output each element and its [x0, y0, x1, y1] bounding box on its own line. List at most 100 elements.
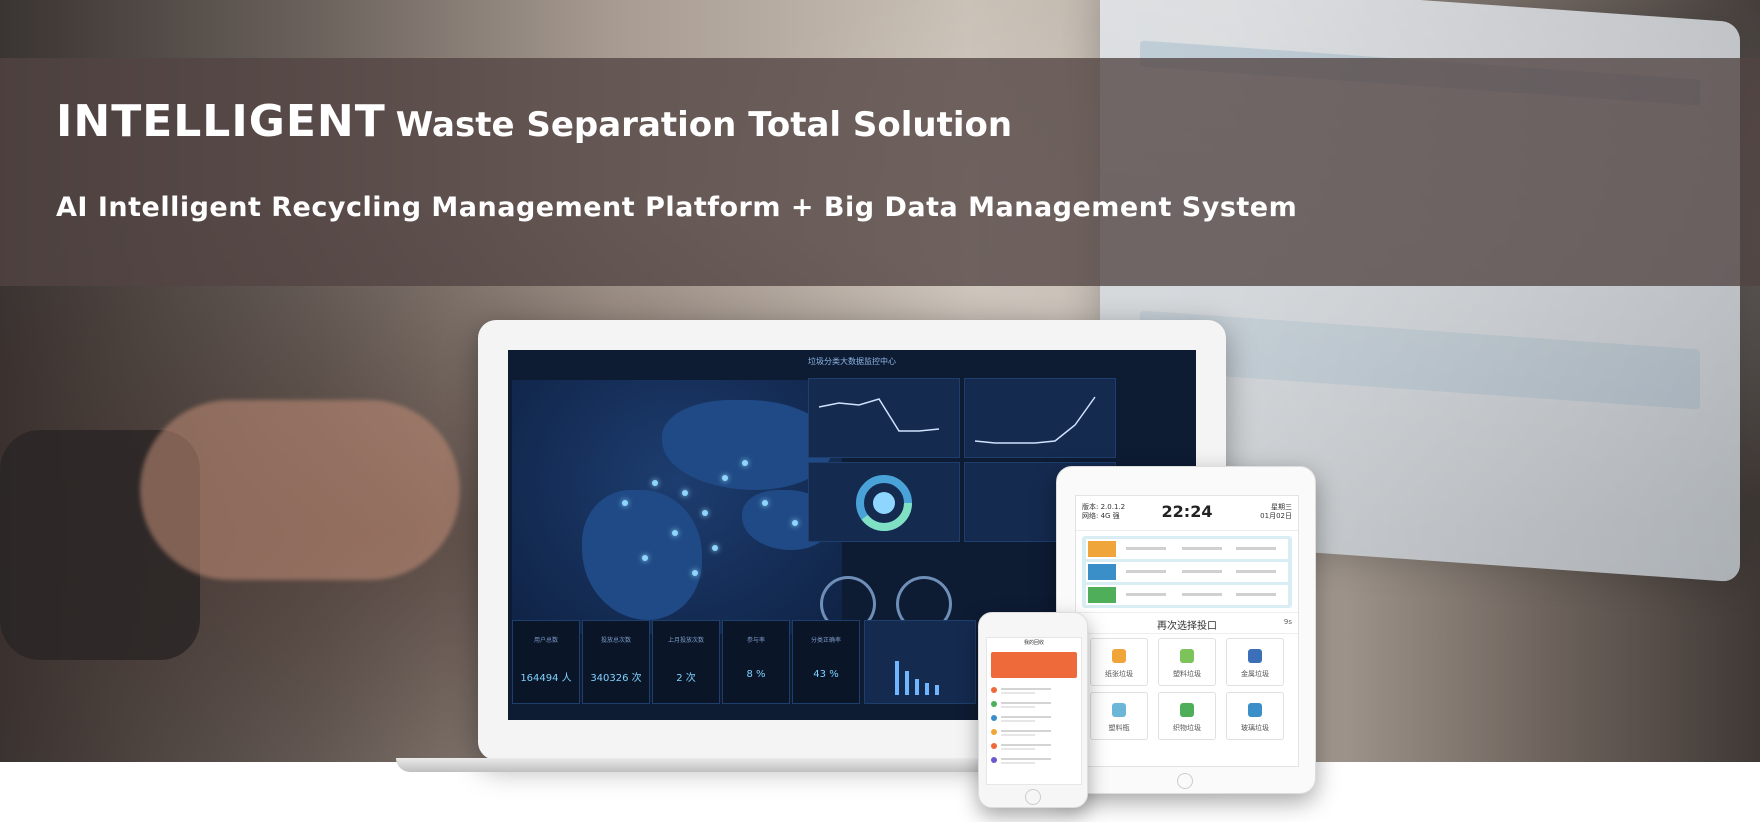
dashboard-screen: 垃圾分类大数据监控中心: [508, 350, 1196, 720]
stat-card-drops: 投放总次数 340326 次: [582, 620, 650, 704]
phone-list-item[interactable]: [991, 726, 1077, 738]
title-banner: [0, 58, 1760, 286]
paper-icon: [1112, 649, 1126, 663]
bin-button-bottle[interactable]: 塑料瓶: [1090, 692, 1148, 740]
bin-status-row: [1086, 539, 1288, 559]
phone-list-item[interactable]: [991, 698, 1077, 710]
item-line: [1001, 744, 1051, 746]
item-line: [1001, 730, 1051, 732]
phone-home-button[interactable]: [1025, 789, 1041, 805]
glass-icon: [1248, 703, 1262, 717]
bin-button-metal[interactable]: 金属垃圾: [1226, 638, 1284, 686]
map-marker: [622, 500, 628, 506]
row-line: [1236, 570, 1276, 573]
version-text: 版本: 2.0.1.2: [1082, 503, 1126, 511]
bin-status-row: [1086, 562, 1288, 582]
map-marker: [652, 480, 658, 486]
map-marker: [692, 570, 698, 576]
stat-label: 用户总数: [533, 637, 558, 644]
bin-label: 织物垃圾: [1173, 724, 1201, 732]
item-line: [1001, 748, 1035, 750]
donut-chart: [856, 475, 912, 531]
phone-list-item[interactable]: [991, 740, 1077, 752]
item-dot: [991, 743, 997, 749]
gauge-1: [812, 570, 880, 632]
gauge-ring: [896, 576, 952, 632]
map-marker: [712, 545, 718, 551]
map-landmass-eurasia: [662, 400, 832, 490]
row-line: [1182, 570, 1222, 573]
tablet-screen: 版本: 2.0.1.2 网络: 4G 强 22:24 星期三 01月02日: [1075, 495, 1299, 767]
stat-value: 340326 次: [590, 673, 642, 684]
bottom-strip: [0, 762, 1760, 822]
phone-summary-card: [991, 652, 1077, 678]
map-marker: [672, 530, 678, 536]
stat-card-users: 用户总数 164494 人: [512, 620, 580, 704]
line-chart-1: [818, 398, 940, 432]
bin-label: 金属垃圾: [1241, 670, 1269, 678]
bar-chart: [895, 661, 939, 695]
bottle-icon: [1112, 703, 1126, 717]
phone-header: 我的回收: [1023, 640, 1044, 646]
donut-chart-panel: [808, 462, 960, 542]
row-line: [1236, 593, 1276, 596]
item-dot: [991, 701, 997, 707]
tablet-status-bar: 版本: 2.0.1.2 网络: 4G 强 22:24 星期三 01月02日: [1076, 496, 1298, 531]
line-chart-panel-1: [808, 378, 960, 458]
stat-label: 参与率: [746, 637, 765, 644]
row-line: [1126, 593, 1166, 596]
phone-screen: 我的回收: [986, 637, 1082, 785]
bin-label: 塑料垃圾: [1173, 670, 1201, 678]
bin-button-paper[interactable]: 纸张垃圾: [1090, 638, 1148, 686]
item-dot: [991, 715, 997, 721]
stat-card-accuracy: 分类正确率 43 %: [792, 620, 860, 704]
bin-button-plastic[interactable]: 塑料垃圾: [1158, 638, 1216, 686]
stat-card-last-month: 上月投放次数 2 次: [652, 620, 720, 704]
item-line: [1001, 716, 1051, 718]
item-line: [1001, 762, 1035, 764]
tablet-info-left: 版本: 2.0.1.2 网络: 4G 强: [1082, 503, 1125, 521]
map-marker: [702, 510, 708, 516]
tablet-clock: 22:24: [1161, 502, 1213, 521]
stat-value: 43 %: [813, 669, 839, 680]
bin-button-fabric[interactable]: 织物垃圾: [1158, 692, 1216, 740]
metal-icon: [1248, 649, 1262, 663]
item-line: [1001, 734, 1035, 736]
background-hand: [140, 400, 460, 580]
date-text: 01月02日: [1260, 512, 1292, 520]
item-line: [1001, 692, 1035, 694]
phone-list-item[interactable]: [991, 754, 1077, 766]
tablet-home-button[interactable]: [1177, 773, 1193, 789]
bin-status-list: [1082, 536, 1292, 608]
row-line: [1182, 593, 1222, 596]
bin-icon: [1088, 564, 1116, 580]
title-intelligent: INTELLIGENT: [56, 96, 386, 147]
phone-list-item[interactable]: [991, 712, 1077, 724]
bin-button-glass[interactable]: 玻璃垃圾: [1226, 692, 1284, 740]
bin-label: 塑料瓶: [1108, 724, 1130, 732]
row-line: [1126, 547, 1166, 550]
line-chart-panel-2: [964, 378, 1116, 458]
row-line: [1236, 547, 1276, 550]
stat-label: 投放总次数: [600, 637, 631, 644]
phone-list-item[interactable]: [991, 684, 1077, 696]
map-marker: [682, 490, 688, 496]
bin-icon: [1088, 541, 1116, 557]
tablet-info-right: 星期三 01月02日: [1260, 503, 1292, 521]
tablet: 版本: 2.0.1.2 网络: 4G 强 22:24 星期三 01月02日: [1056, 466, 1316, 794]
item-line: [1001, 706, 1035, 708]
item-line: [1001, 758, 1051, 760]
reselect-bar: ‹ 再次选择投口 9s: [1076, 612, 1298, 634]
item-dot: [991, 729, 997, 735]
stat-value: 8 %: [746, 669, 766, 680]
world-map: [512, 380, 842, 634]
dashboard-title: 垃圾分类大数据监控中心: [808, 357, 896, 366]
item-dot: [991, 757, 997, 763]
gauge-2: [888, 570, 956, 632]
stat-card-participation: 参与率 8 %: [722, 620, 790, 704]
map-marker: [742, 460, 748, 466]
fabric-icon: [1180, 703, 1194, 717]
bin-icon: [1088, 587, 1116, 603]
item-dot: [991, 687, 997, 693]
